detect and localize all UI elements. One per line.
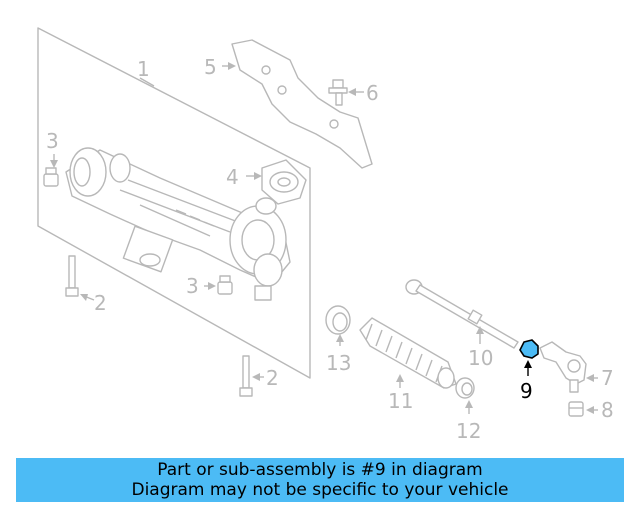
boot-clamp [325, 305, 351, 335]
inner-tie-rod [405, 279, 519, 349]
mounting-bolt [239, 355, 253, 397]
leader-arrow [336, 334, 344, 342]
mounting-bolt [65, 255, 79, 297]
leader-arrow [586, 374, 594, 382]
callout-1: 1 [137, 57, 150, 81]
leader-arrow [465, 400, 473, 408]
callout-3-upper: 3 [46, 129, 59, 153]
leader-arrow [228, 62, 236, 70]
grommet [217, 275, 233, 295]
castle-nut [568, 401, 584, 417]
callout-12: 12 [456, 419, 481, 443]
grommet [43, 167, 59, 187]
leader-arrow [396, 374, 404, 382]
banner-line-2: Diagram may not be specific to your vehi… [131, 480, 509, 500]
callout-11: 11 [388, 389, 413, 413]
leader-arrow [50, 160, 58, 168]
callout-9[interactable]: 9 [520, 379, 533, 403]
callout-5: 5 [204, 55, 217, 79]
boot-clamp-small [455, 377, 475, 399]
info-banner: Part or sub-assembly is #9 in diagram Di… [16, 458, 624, 502]
callout-10: 10 [468, 346, 493, 370]
leader-arrow [348, 88, 356, 96]
callout-7: 7 [601, 366, 614, 390]
callout-8: 8 [601, 398, 614, 422]
leader-arrow [252, 373, 260, 381]
mount-bushing [261, 159, 307, 205]
steering-rack [65, 147, 291, 301]
callout-13: 13 [326, 351, 351, 375]
callout-6: 6 [366, 81, 379, 105]
leader-arrow [254, 172, 262, 180]
bolt [328, 79, 348, 106]
leader-arrow-highlighted [524, 360, 532, 368]
callout-2-upper: 2 [94, 291, 107, 315]
banner-line-1: Part or sub-assembly is #9 in diagram [157, 460, 483, 480]
callout-4: 4 [226, 165, 239, 189]
bracket [231, 39, 373, 169]
leader-arrow [476, 326, 484, 334]
leader-arrow [208, 282, 216, 290]
leader-arrow [80, 294, 88, 301]
callout-2-lower: 2 [266, 366, 279, 390]
jam-nut-highlighted[interactable] [519, 339, 539, 359]
leader-arrow [586, 406, 594, 414]
rack-boot [359, 317, 457, 389]
tie-rod-end [539, 341, 587, 393]
leader-line [139, 77, 155, 87]
callout-3-lower: 3 [186, 274, 199, 298]
